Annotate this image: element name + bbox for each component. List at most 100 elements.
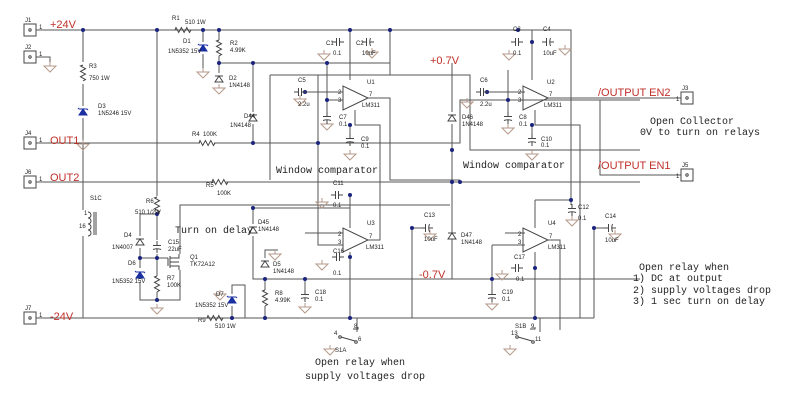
c4-ref-label: C4	[543, 27, 551, 33]
j1-connector[interactable]: J11+24V	[23, 18, 77, 37]
c4-pcap	[542, 37, 554, 47]
coil-pin-label: 16	[79, 224, 86, 230]
opamp-pin-label: 3	[518, 98, 522, 104]
u1-ref-label: U1	[367, 80, 375, 86]
wire	[599, 100, 683, 176]
ground-icon	[75, 140, 91, 151]
d4-value-label: 1N4007	[112, 245, 134, 251]
c6-cap	[476, 88, 488, 96]
opamp-pin-label: 2	[338, 232, 342, 238]
d3-zener	[77, 107, 89, 116]
note-open-relay-title: Open relay when	[639, 262, 729, 274]
ground-icon	[607, 230, 623, 241]
c19-cap	[487, 290, 497, 302]
net-label: OUT1	[50, 135, 79, 147]
c13-pcap	[421, 223, 433, 233]
junction-dot	[348, 316, 352, 320]
r7-resistor	[153, 275, 161, 293]
c10-value-label: 0.1	[541, 143, 550, 149]
r4-resistor	[198, 139, 216, 147]
note-open-relay-1: 1) DC at output	[633, 273, 723, 285]
j7-connector[interactable]: J71-24V	[23, 306, 74, 325]
junction-dot	[325, 98, 329, 102]
c16-ref-label: C16	[333, 249, 345, 255]
connector-ref: J4	[25, 131, 32, 137]
switch-pin-label: 8	[354, 324, 358, 330]
r6-value-label: 510 1/2W	[135, 210, 161, 216]
note-open-relay-2: 2) supply voltages drop	[633, 285, 771, 297]
junction-dot	[348, 193, 352, 197]
note-turn-on-delay: Turn on delay	[175, 225, 253, 237]
c2-ref-label: C2	[356, 41, 364, 47]
opamp-pin-label: 2	[518, 232, 522, 238]
s1a-switch: 486	[334, 324, 362, 344]
c2-value-label: 10uF	[362, 51, 376, 57]
ground-icon	[211, 84, 227, 95]
d3-value-label: 1N5246 15V	[98, 111, 131, 117]
r9-value-label: 510 1W	[215, 324, 236, 330]
junction-dot	[516, 28, 520, 32]
ground-icon	[524, 150, 540, 161]
net-label-minus-0-7v: -0.7V	[419, 269, 446, 281]
c14-value-label: 10uF	[605, 238, 619, 244]
d44-ref-label: D44	[244, 114, 256, 120]
wire	[368, 200, 381, 241]
r9-ref-label: R9	[198, 318, 206, 324]
s1b-ref-label: S1B	[515, 324, 526, 330]
junction-dot	[217, 61, 221, 65]
c1-ref-label: C1	[326, 41, 334, 47]
r5-value-label: 100K	[217, 191, 231, 197]
wire	[252, 236, 305, 280]
r7-value-label: 100K	[167, 283, 181, 289]
opamp-pin-label: 7	[549, 92, 553, 98]
wire	[214, 99, 640, 144]
c5-value-label: 2.2u	[298, 102, 310, 108]
junction-dot	[533, 316, 537, 320]
switch-pin-label: 4	[334, 331, 338, 337]
junction-dot	[303, 277, 307, 281]
d6-ref-label: D6	[128, 261, 136, 267]
wire	[264, 249, 278, 258]
ground-icon	[500, 124, 516, 135]
connector-ref: J5	[682, 163, 689, 169]
c11-value-label: 0.1	[333, 203, 342, 209]
u3-opamp: 237	[338, 227, 373, 253]
r7-ref-label: R7	[167, 276, 175, 282]
note-supply-drop-1: Open relay when	[315, 357, 405, 369]
wire	[535, 199, 572, 205]
net-label: /OUTPUT EN1	[598, 160, 671, 172]
c7-value-label: 0.1	[339, 122, 348, 128]
d1-zener	[197, 43, 209, 52]
net-label: -24V	[50, 311, 74, 323]
ground-icon	[459, 98, 475, 109]
j5-connector[interactable]: J51/OUTPUT EN1	[598, 160, 694, 182]
r6-resistor	[153, 196, 161, 214]
c5-ref-label: C5	[298, 78, 306, 84]
ground-icon	[494, 270, 510, 281]
j3-connector[interactable]: J31/OUTPUT EN2	[598, 86, 694, 105]
j2-connector[interactable]: J21	[23, 45, 43, 64]
d45-ref-label: D45	[258, 220, 270, 226]
ground-icon	[149, 304, 165, 315]
c15-pcap	[152, 241, 162, 253]
u2-value-label: LM311	[544, 103, 563, 109]
junction-dot	[348, 255, 352, 259]
d2-ref-label: D2	[229, 76, 237, 82]
opamp-pin-label: 7	[369, 234, 373, 240]
d46-value-label: 1N4148	[462, 122, 484, 128]
d7-value-label: 1N5352 15V	[195, 303, 228, 309]
c14-pcap	[604, 223, 616, 233]
junction-dot	[410, 226, 414, 230]
u1-opamp: 237	[338, 85, 373, 111]
junction-dot	[155, 256, 159, 260]
r3-value-label: 750 1W	[89, 76, 110, 82]
junction-dot	[325, 61, 329, 65]
c3-ref-label: C3	[513, 27, 521, 33]
opamp-pin-label: 3	[338, 98, 342, 104]
c5-cap	[294, 88, 306, 96]
u4-opamp: 237	[518, 227, 553, 253]
